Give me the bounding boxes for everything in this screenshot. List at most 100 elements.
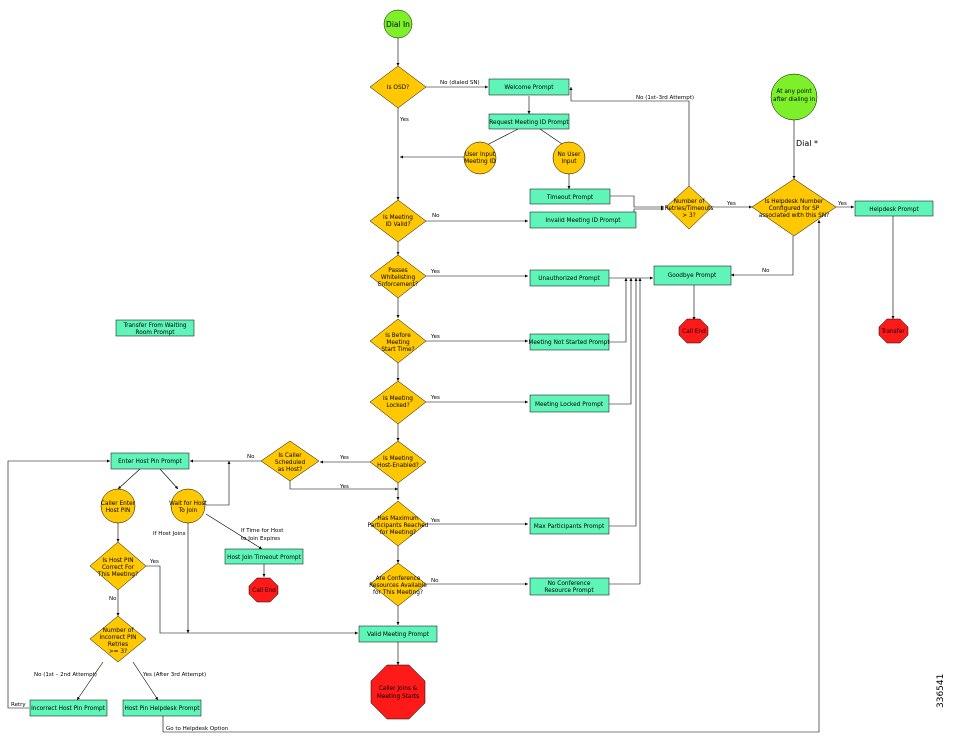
svg-text:Retries: Retries: [108, 642, 128, 648]
svg-text:Is Meeting: Is Meeting: [383, 396, 413, 402]
process-valid-meeting: Valid Meeting Prompt: [358, 625, 438, 643]
svg-text:Participants Reached: Participants Reached: [368, 523, 429, 529]
process-invalid-meeting-id: Invalid Meeting ID Prompt: [529, 211, 637, 229]
svg-text:Is Meeting: Is Meeting: [383, 456, 413, 462]
label-yes-max: Yes: [430, 518, 440, 524]
svg-text:Is Before: Is Before: [385, 333, 411, 339]
decision-is-host-enabled: Is Meeting Host-Enabled?: [369, 440, 427, 484]
svg-text:Request Meeting ID Prompt: Request Meeting ID Prompt: [489, 120, 569, 126]
svg-text:Meeting ID: Meeting ID: [464, 159, 496, 165]
svg-text:At any point: At any point: [776, 89, 812, 95]
edge-labels: No (dialed SN) Yes No (1st–3rd Attempt) …: [11, 80, 847, 732]
svg-text:Locked?: Locked?: [386, 403, 409, 409]
end-node-caller-joins: Caller Joins & Meeting Starts: [370, 664, 426, 720]
svg-text:Caller Joins &: Caller Joins &: [379, 686, 418, 692]
label-yes-before-start: Yes: [430, 334, 440, 340]
label-yes-osd: Yes: [399, 117, 409, 123]
start-node-dial-in-label: Dial In: [386, 20, 410, 29]
svg-text:Is Caller: Is Caller: [278, 453, 302, 459]
label-dial-star: Dial *: [796, 139, 818, 148]
process-incorrect-host-pin: Incorrect Host Pin Prompt: [29, 699, 108, 717]
process-helpdesk-prompt: Helpdesk Prompt: [854, 200, 934, 217]
label-no-helpdesk: No: [762, 268, 770, 274]
svg-text:Call End: Call End: [252, 588, 276, 594]
process-welcome-prompt: Welcome Prompt: [488, 78, 570, 96]
svg-text:> 3?: > 3?: [682, 213, 695, 219]
decision-is-meeting-locked: Is Meeting Locked?: [369, 380, 427, 425]
start-node-any-point: At any point after dialing in: [770, 73, 818, 121]
label-yes-retries: Yes: [726, 201, 736, 207]
decision-is-meeting-id-valid: Is Meeting ID Valid?: [369, 199, 427, 243]
svg-text:Host PIN: Host PIN: [106, 508, 131, 514]
start-node-dial-in: Dial In: [383, 9, 413, 39]
svg-text:Transfer: Transfer: [880, 329, 905, 335]
svg-text:Room Prompt: Room Prompt: [135, 330, 175, 336]
label-no-meeting-id: No: [432, 213, 440, 219]
figure-id: 336541: [936, 673, 946, 708]
svg-text:for Meeting?: for Meeting?: [380, 530, 416, 536]
svg-text:Has Maximum: Has Maximum: [377, 516, 419, 522]
svg-text:Input: Input: [561, 159, 577, 165]
svg-text:Helpdesk Prompt: Helpdesk Prompt: [869, 207, 919, 213]
svg-text:Are Conference: Are Conference: [376, 576, 421, 582]
svg-text:>= 3?: >= 3?: [109, 649, 127, 655]
svg-text:Meeting Starts: Meeting Starts: [377, 694, 419, 700]
label-if-time-1: If Time for Host: [241, 528, 284, 534]
svg-text:Resource Prompt: Resource Prompt: [544, 588, 594, 594]
svg-text:Meeting: Meeting: [386, 340, 410, 346]
end-node-call-end-2: Call End: [248, 577, 279, 603]
decision-is-osd: Is OSD?: [369, 65, 427, 109]
svg-text:as Host?: as Host?: [278, 467, 303, 473]
svg-text:No Conference: No Conference: [548, 581, 591, 587]
input-wait-for-host: Wait for Host To Join: [169, 488, 208, 524]
end-node-transfer: Transfer: [878, 318, 909, 344]
label-no-1st-3rd: No (1st–3rd Attempt): [636, 95, 694, 101]
process-goodbye-prompt: Goodbye Prompt: [653, 265, 732, 286]
svg-text:Host-Enabled?: Host-Enabled?: [377, 463, 419, 469]
decision-number-of-retries: Number of Retries/Timeouts > 3?: [665, 185, 714, 230]
decision-number-incorrect-pin: Number of Incorrect PIN Retries >= 3?: [89, 615, 147, 663]
connectors: [7, 37, 895, 733]
label-no-1st-2nd: No (1st – 2nd Attempt): [34, 672, 97, 678]
svg-text:Invalid Meeting ID Prompt: Invalid Meeting ID Prompt: [545, 218, 621, 224]
svg-text:This Meeting?: This Meeting?: [97, 572, 138, 578]
svg-text:Enter Host Pin Prompt: Enter Host Pin Prompt: [118, 459, 182, 465]
label-yes-helpdesk: Yes: [837, 201, 847, 207]
svg-text:Scheduled: Scheduled: [275, 460, 306, 466]
svg-text:Timeout Prompt: Timeout Prompt: [546, 195, 594, 201]
svg-text:Whitelisting: Whitelisting: [381, 275, 416, 281]
label-no-caller-host: No: [247, 454, 255, 460]
decision-is-before-start: Is Before Meeting Start Time?: [369, 318, 427, 364]
process-transfer-waiting-room: Transfer From Waiting Room Prompt: [115, 319, 195, 337]
decision-is-host-pin-correct: Is Host PIN Correct For This Meeting?: [89, 541, 147, 591]
process-request-meeting-id: Request Meeting ID Prompt: [488, 113, 569, 130]
process-max-participants: Max Participants Prompt: [529, 517, 610, 535]
label-if-time-2: to Join Expires: [241, 536, 280, 542]
svg-text:Meeting Not Started Prompt: Meeting Not Started Prompt: [528, 340, 610, 346]
svg-text:Meeting Locked Prompt: Meeting Locked Prompt: [535, 402, 604, 408]
svg-text:Configured for SP: Configured for SP: [769, 206, 820, 212]
decision-is-caller-host: Is Caller Scheduled as Host?: [260, 440, 320, 482]
svg-text:Passes: Passes: [388, 268, 407, 274]
label-yes-locked: Yes: [430, 395, 440, 401]
svg-text:associated with this SN?: associated with this SN?: [759, 213, 830, 219]
svg-text:Resources Available: Resources Available: [369, 583, 427, 589]
decision-is-helpdesk-configured: Is Helpdesk Number Configured for SP ass…: [751, 178, 837, 237]
svg-text:after dialing in: after dialing in: [773, 97, 815, 103]
label-no-dialed-sn: No (dialed SN): [440, 80, 480, 86]
label-yes-pin-correct: Yes: [149, 559, 159, 565]
decision-conference-resources: Are Conference Resources Available for T…: [369, 562, 427, 607]
svg-text:Number of: Number of: [674, 199, 706, 205]
input-user-input-meeting-id: User Input Meeting ID: [463, 141, 497, 175]
svg-text:ID Valid?: ID Valid?: [385, 222, 410, 228]
svg-text:Retries/Timeouts: Retries/Timeouts: [665, 206, 714, 212]
svg-text:User Input: User Input: [465, 152, 496, 158]
label-retry: Retry: [11, 702, 26, 708]
process-timeout-prompt: Timeout Prompt: [529, 188, 611, 205]
svg-text:Unauthorized Prompt: Unauthorized Prompt: [538, 276, 600, 282]
svg-text:Wait for Host: Wait for Host: [169, 501, 207, 507]
svg-text:Welcome Prompt: Welcome Prompt: [504, 85, 554, 91]
process-meeting-locked: Meeting Locked Prompt: [529, 394, 610, 413]
process-host-pin-helpdesk: Host Pin Helpdesk Prompt: [122, 699, 202, 717]
